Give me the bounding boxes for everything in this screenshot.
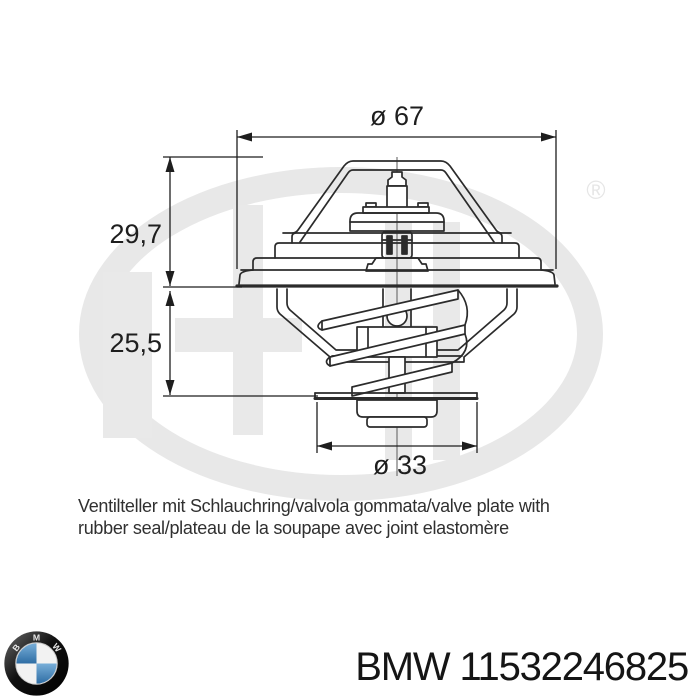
label-bottom-diameter: ø 33 (373, 450, 427, 480)
spring (317, 289, 469, 397)
valve-boss-step (366, 416, 428, 428)
registered-trademark-icon: ® (586, 175, 605, 205)
bmw-logo-letter-b: B (10, 642, 22, 653)
step-3 (252, 257, 542, 271)
pin-plate (362, 206, 430, 214)
watermark-oval (79, 167, 603, 501)
step-1 (291, 232, 503, 244)
era-watermark: ® (79, 167, 606, 501)
flange-left-edge (238, 269, 254, 285)
caption: Ventilteller mit Schlauchring/valvola go… (78, 496, 648, 539)
brand-name: BMW (355, 645, 450, 689)
caption-line-2: rubber seal/plateau de la soupape avec j… (78, 517, 509, 538)
dim-bottom-diameter (316, 402, 478, 453)
label-upper-height: 29,7 (109, 219, 162, 249)
part-number: 11532246825 (459, 645, 689, 689)
dim-top-diameter (236, 130, 557, 269)
bridge-inner (299, 169, 495, 243)
collar (365, 257, 429, 272)
hub-slot-right (401, 235, 408, 255)
caption-line-1: Ventilteller mit Schlauchring/valvola go… (78, 496, 550, 516)
dimensions (163, 130, 557, 453)
flange-right-edge (540, 269, 556, 285)
dim-upper-height (163, 156, 263, 288)
bmw-logo-letter-m: M (33, 633, 40, 643)
bridge-outer (282, 160, 512, 234)
thermostat-body (235, 160, 559, 428)
label-lower-height: 25,5 (109, 328, 162, 358)
bmw-logo: B M W (4, 631, 69, 696)
dome-plate (349, 212, 445, 232)
bmw-quadrant-top-left (16, 643, 37, 664)
valve-boss (356, 399, 438, 418)
dim-lower-height (163, 291, 318, 397)
bmw-quadrant-bottom-right (36, 663, 57, 684)
label-top-diameter: ø 67 (370, 101, 424, 131)
step-2 (274, 242, 520, 259)
hub-slot-left (386, 235, 393, 255)
